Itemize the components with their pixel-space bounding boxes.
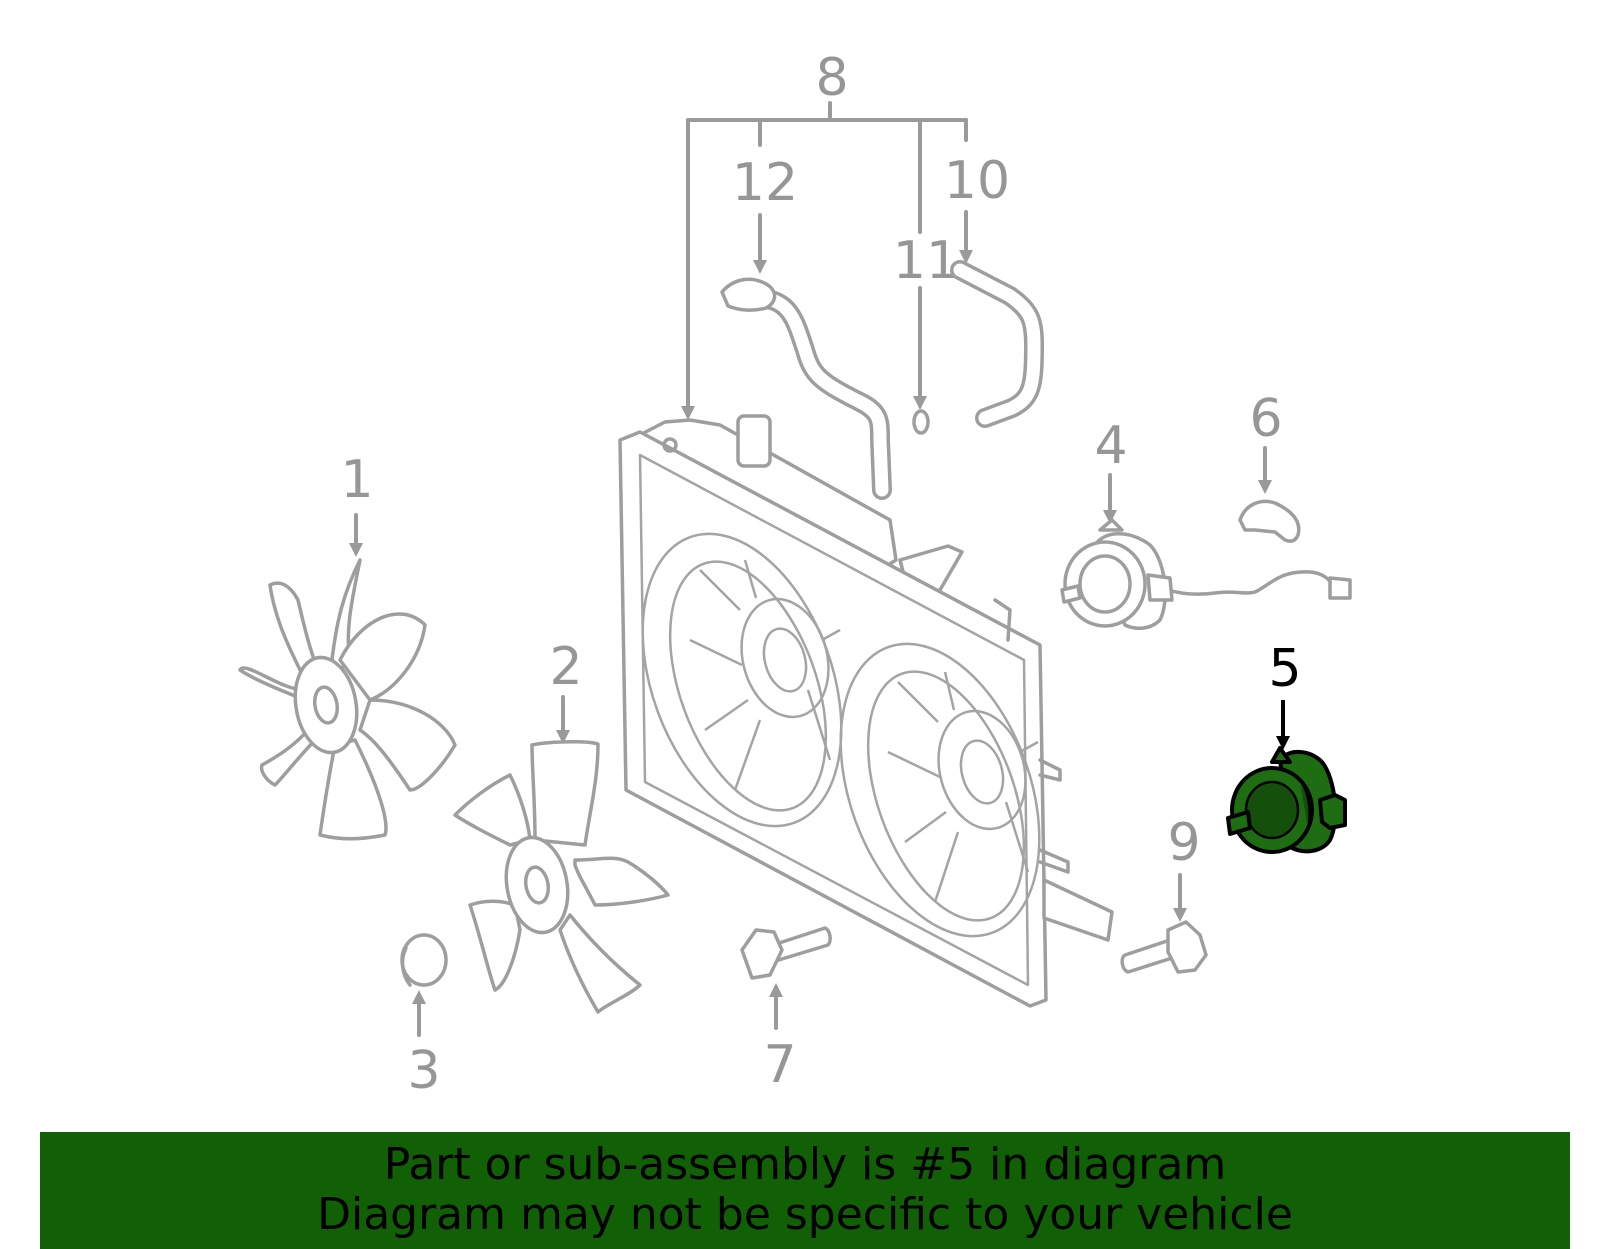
callout-2: 2 [549,637,582,697]
bolt-7 [740,926,832,980]
fan-motor-4 [1060,518,1352,631]
leader-12 [753,213,767,274]
leader-4 [1103,473,1117,524]
leader-3 [412,990,426,1037]
leader-2 [556,695,570,744]
callout-3: 3 [407,1041,440,1101]
callout-7: 7 [763,1035,796,1095]
banner-line-1: Part or sub-assembly is #5 in diagram [383,1139,1227,1190]
upper-hose [720,277,892,500]
lower-hose [950,260,1045,428]
banner-line-2: Diagram may not be specific to your vehi… [317,1189,1293,1240]
leader-11 [913,286,927,410]
callout-4: 4 [1094,416,1127,476]
hose-clamp [912,409,930,435]
parts-diagram: 8 12 10 11 1 2 3 4 6 7 9 5 [238,48,1352,1101]
info-banner: Part or sub-assembly is #5 in diagram Di… [40,1132,1570,1249]
cooling-fan-1 [238,558,457,841]
fan-motor-5-highlighted [1226,746,1347,854]
callout-10: 10 [944,151,1010,211]
fan-cap [400,933,448,987]
banner-background [40,1132,1570,1249]
bolt-9 [1120,920,1208,974]
callout-8-bracket [681,101,968,420]
callout-1: 1 [340,450,373,510]
leader-10 [959,210,973,264]
callout-12: 12 [732,153,798,213]
radiator-shroud-assembly [618,414,1114,1008]
callout-5: 5 [1268,639,1301,699]
connector-6 [1238,499,1301,543]
banner-text: Part or sub-assembly is #5 in diagram Di… [40,1140,1570,1240]
leader-5 [1276,700,1290,750]
leader-1 [349,513,363,557]
callout-6: 6 [1249,389,1282,449]
callout-11: 11 [893,231,959,291]
leader-6 [1258,446,1272,494]
leader-9 [1173,873,1187,922]
callout-8: 8 [815,48,848,108]
callout-9: 9 [1167,813,1200,873]
leader-7 [769,983,783,1030]
cooling-fan-2 [453,740,670,1014]
